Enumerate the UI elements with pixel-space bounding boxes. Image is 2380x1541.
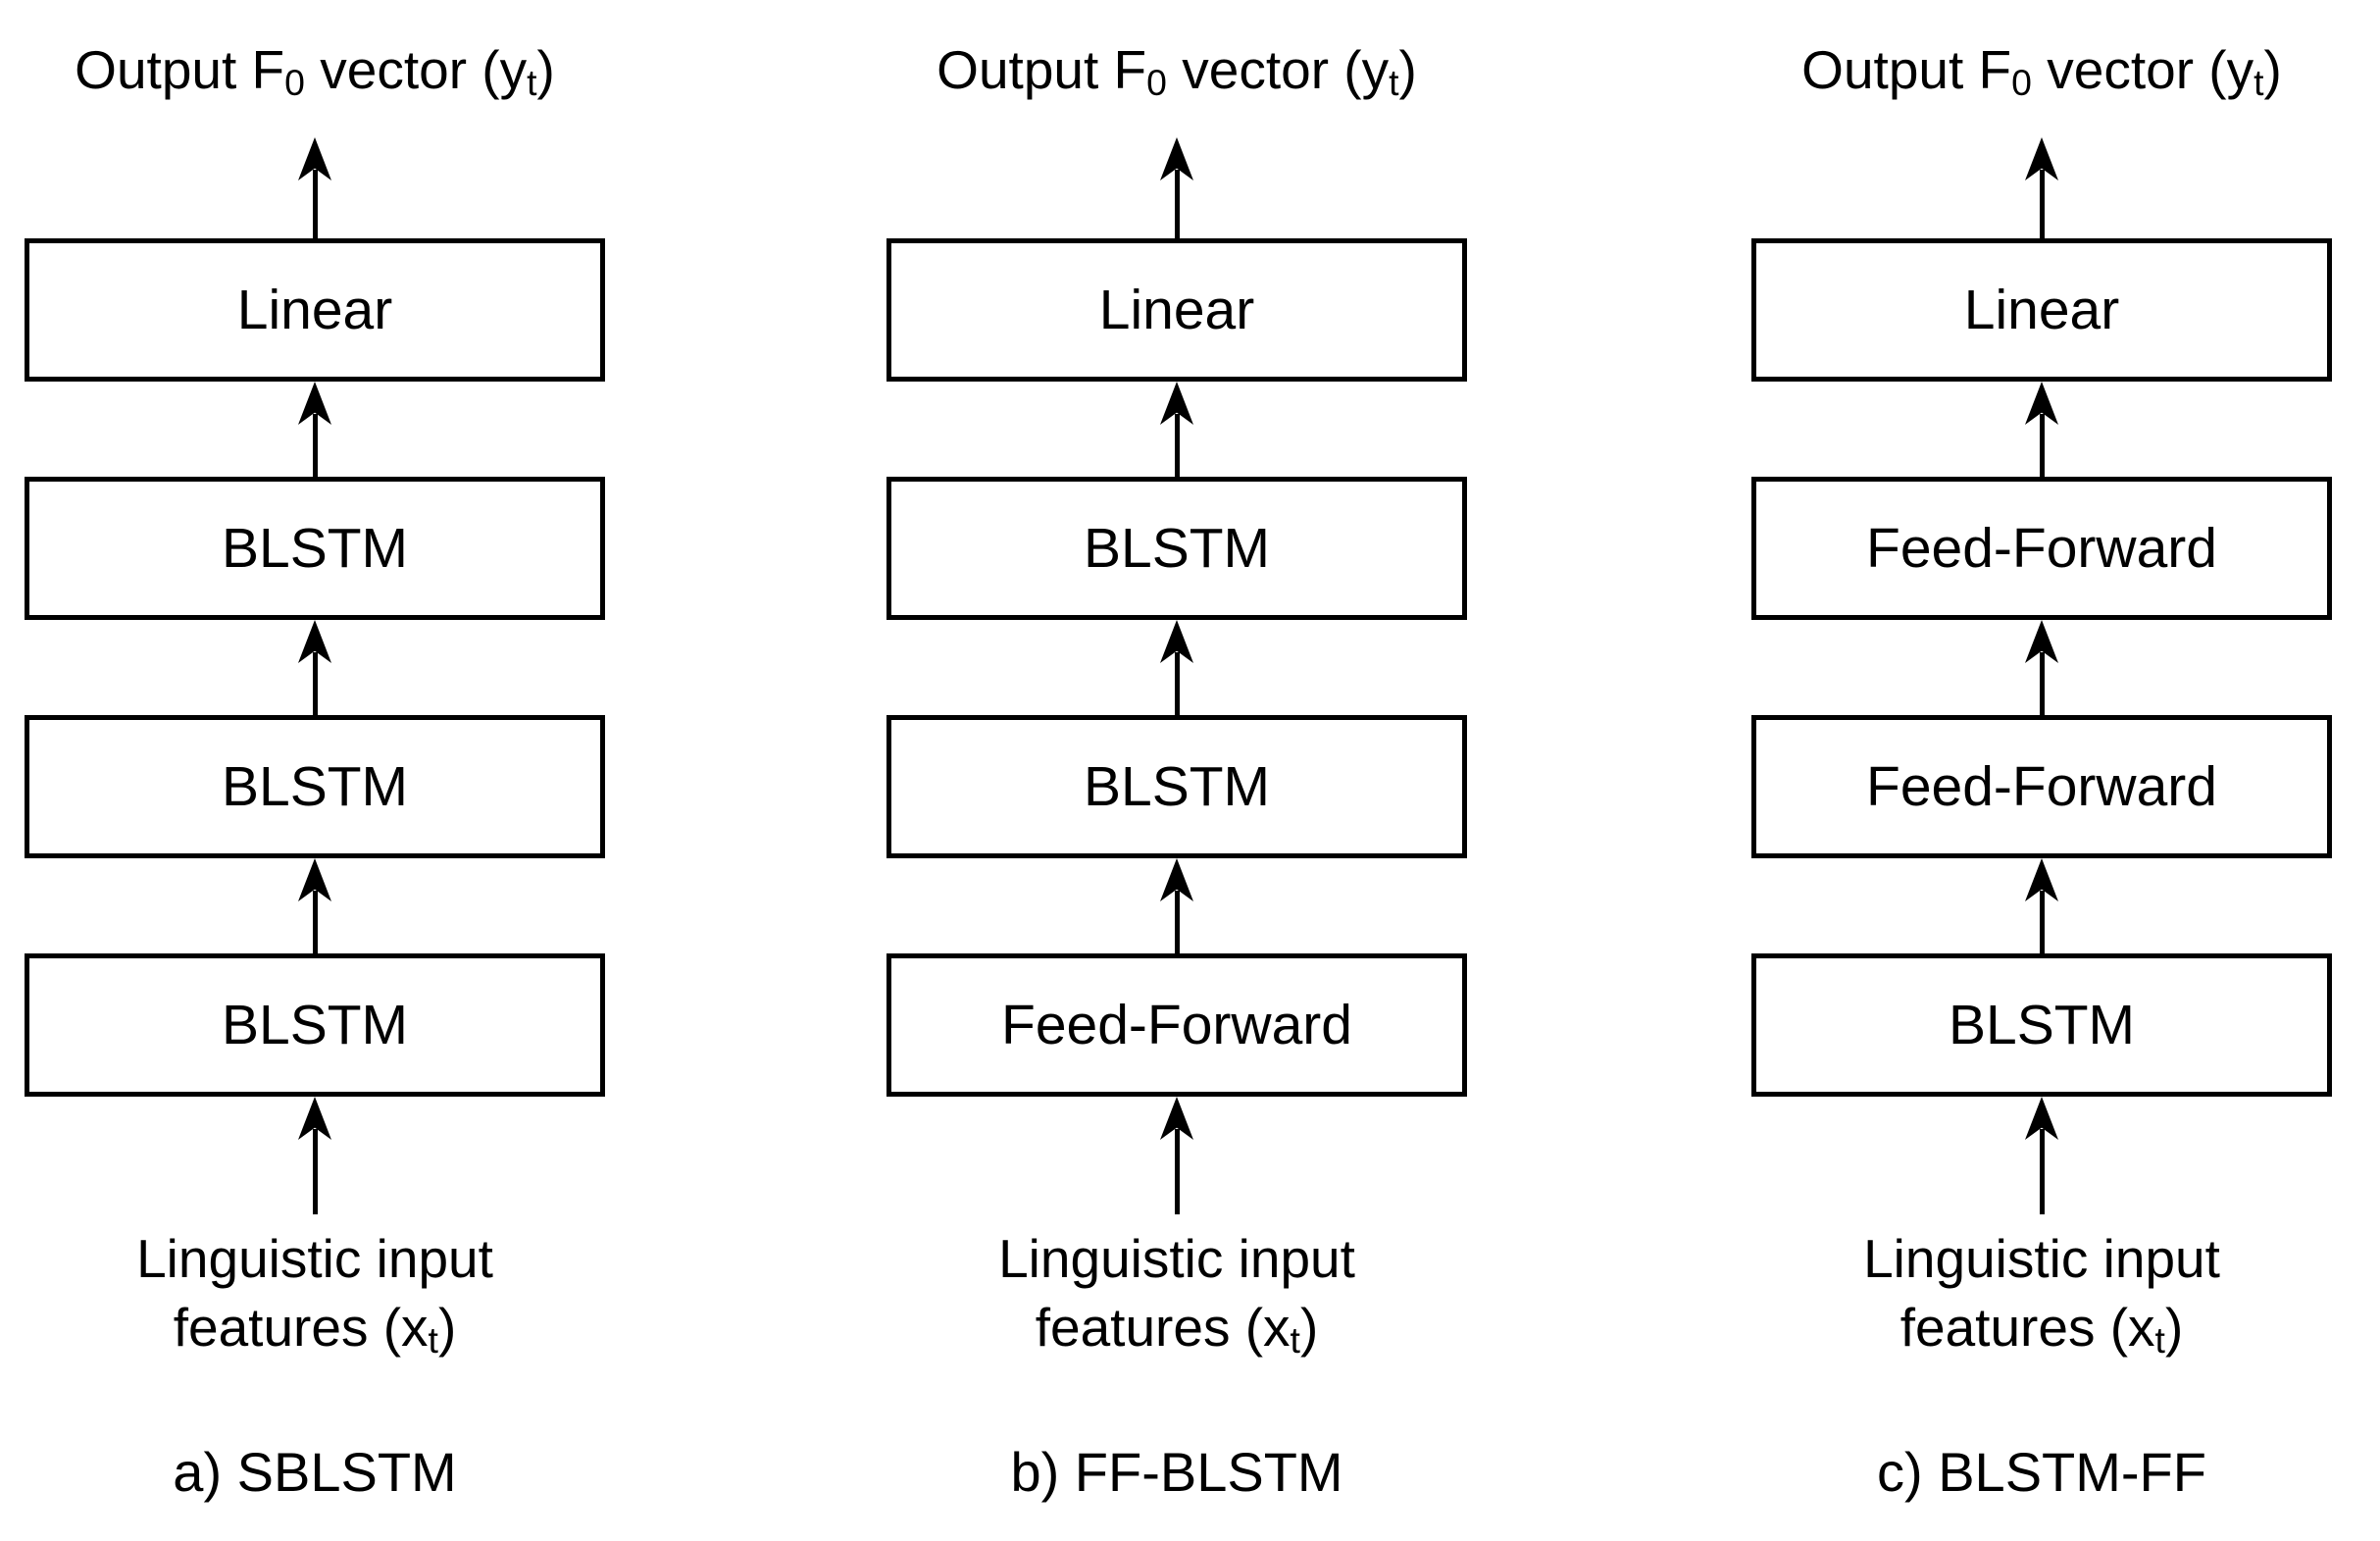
- output-label-subscript-t: t: [527, 62, 537, 104]
- arrow-shaft: [1174, 414, 1180, 477]
- up-arrow-icon: [1160, 620, 1193, 715]
- layer-box-blstm: BLSTM: [25, 953, 605, 1097]
- column-caption: b) FF-BLSTM: [1010, 1441, 1343, 1503]
- architecture-column-c: Output F0 vector (yt) Linear Feed-Forwar…: [1738, 0, 2346, 1541]
- layer-box-blstm: BLSTM: [1751, 953, 2332, 1097]
- layer-label: BLSTM: [1083, 517, 1271, 580]
- input-label-line1: Linguistic input: [136, 1228, 493, 1289]
- up-arrow-icon: [1160, 1097, 1193, 1214]
- layer-box-linear: Linear: [1751, 238, 2332, 382]
- layer-label: BLSTM: [221, 994, 409, 1056]
- output-label-text: Output F: [1801, 39, 2012, 100]
- arrow-shaft: [312, 414, 318, 477]
- input-label-line1: Linguistic input: [998, 1228, 1355, 1289]
- input-label: Linguistic input features (xt): [11, 1224, 619, 1367]
- layer-box-feed-forward: Feed-Forward: [1751, 477, 2332, 620]
- input-label: Linguistic input features (xt): [1738, 1224, 2346, 1367]
- layer-label: Feed-Forward: [1866, 517, 2217, 580]
- layer-label: BLSTM: [1948, 994, 2136, 1056]
- arrow-shaft: [1174, 170, 1180, 238]
- arrow-shaft: [1174, 652, 1180, 715]
- input-label-subscript-t: t: [2154, 1319, 2165, 1361]
- input-label-text: ): [437, 1297, 457, 1358]
- layer-box-linear: Linear: [25, 238, 605, 382]
- up-arrow-icon: [1160, 858, 1193, 953]
- output-label-text: ): [1398, 39, 1417, 100]
- output-label: Output F0 vector (yt): [1738, 35, 2346, 110]
- output-label-subscript-0: 0: [2011, 62, 2032, 104]
- input-label-subscript-t: t: [428, 1319, 438, 1361]
- output-label-text: ): [536, 39, 555, 100]
- column-caption: c) BLSTM-FF: [1877, 1441, 2206, 1503]
- layer-box-linear: Linear: [886, 238, 1467, 382]
- input-label-subscript-t: t: [1290, 1319, 1300, 1361]
- layer-label: BLSTM: [221, 755, 409, 818]
- output-label: Output F0 vector (yt): [873, 35, 1481, 110]
- up-arrow-icon: [1160, 137, 1193, 238]
- arrow-shaft: [2039, 652, 2045, 715]
- output-label-text: Output F: [937, 39, 1147, 100]
- layer-label: Linear: [1098, 279, 1255, 341]
- up-arrow-icon: [298, 137, 331, 238]
- layer-label: BLSTM: [1083, 755, 1271, 818]
- up-arrow-icon: [1160, 382, 1193, 477]
- output-label-subscript-t: t: [2253, 62, 2264, 104]
- arrow-shaft: [312, 1129, 318, 1214]
- layer-label: Feed-Forward: [1866, 755, 2217, 818]
- input-label-text: ): [1299, 1297, 1319, 1358]
- output-label-subscript-t: t: [1389, 62, 1399, 104]
- layer-box-feed-forward: Feed-Forward: [1751, 715, 2332, 858]
- input-label-text: features (x: [1899, 1297, 2155, 1358]
- arrow-shaft: [2039, 414, 2045, 477]
- arrow-shaft: [1174, 891, 1180, 953]
- input-label-line1: Linguistic input: [1863, 1228, 2220, 1289]
- output-label-subscript-0: 0: [1146, 62, 1167, 104]
- layer-label: Feed-Forward: [1001, 994, 1352, 1056]
- output-label-text: vector (y: [2031, 39, 2254, 100]
- up-arrow-icon: [298, 382, 331, 477]
- layer-box-feed-forward: Feed-Forward: [886, 953, 1467, 1097]
- layer-box-blstm: BLSTM: [25, 477, 605, 620]
- architecture-column-a: Output F0 vector (yt) Linear BLSTM BLSTM…: [11, 0, 619, 1541]
- arrow-shaft: [2039, 170, 2045, 238]
- output-label-text: ): [2263, 39, 2282, 100]
- layer-label: Linear: [1963, 279, 2120, 341]
- arrow-shaft: [2039, 891, 2045, 953]
- layer-box-blstm: BLSTM: [886, 715, 1467, 858]
- layer-label: BLSTM: [221, 517, 409, 580]
- layer-label: Linear: [236, 279, 393, 341]
- arrow-shaft: [312, 652, 318, 715]
- layer-box-blstm: BLSTM: [25, 715, 605, 858]
- up-arrow-icon: [2025, 620, 2058, 715]
- output-label-text: vector (y: [1166, 39, 1390, 100]
- up-arrow-icon: [298, 1097, 331, 1214]
- input-label-text: features (x: [173, 1297, 429, 1358]
- arrow-shaft: [1174, 1129, 1180, 1214]
- arrow-shaft: [312, 170, 318, 238]
- output-label-subscript-0: 0: [284, 62, 305, 104]
- arrow-shaft: [312, 891, 318, 953]
- output-label: Output F0 vector (yt): [11, 35, 619, 110]
- output-label-text: vector (y: [304, 39, 528, 100]
- up-arrow-icon: [2025, 1097, 2058, 1214]
- up-arrow-icon: [298, 858, 331, 953]
- input-label-text: ): [2164, 1297, 2184, 1358]
- column-caption: a) SBLSTM: [173, 1441, 457, 1503]
- layer-box-blstm: BLSTM: [886, 477, 1467, 620]
- output-label-text: Output F: [75, 39, 285, 100]
- up-arrow-icon: [2025, 858, 2058, 953]
- input-label: Linguistic input features (xt): [873, 1224, 1481, 1367]
- up-arrow-icon: [2025, 382, 2058, 477]
- architecture-column-b: Output F0 vector (yt) Linear BLSTM BLSTM…: [873, 0, 1481, 1541]
- up-arrow-icon: [2025, 137, 2058, 238]
- up-arrow-icon: [298, 620, 331, 715]
- arrow-shaft: [2039, 1129, 2045, 1214]
- input-label-text: features (x: [1035, 1297, 1291, 1358]
